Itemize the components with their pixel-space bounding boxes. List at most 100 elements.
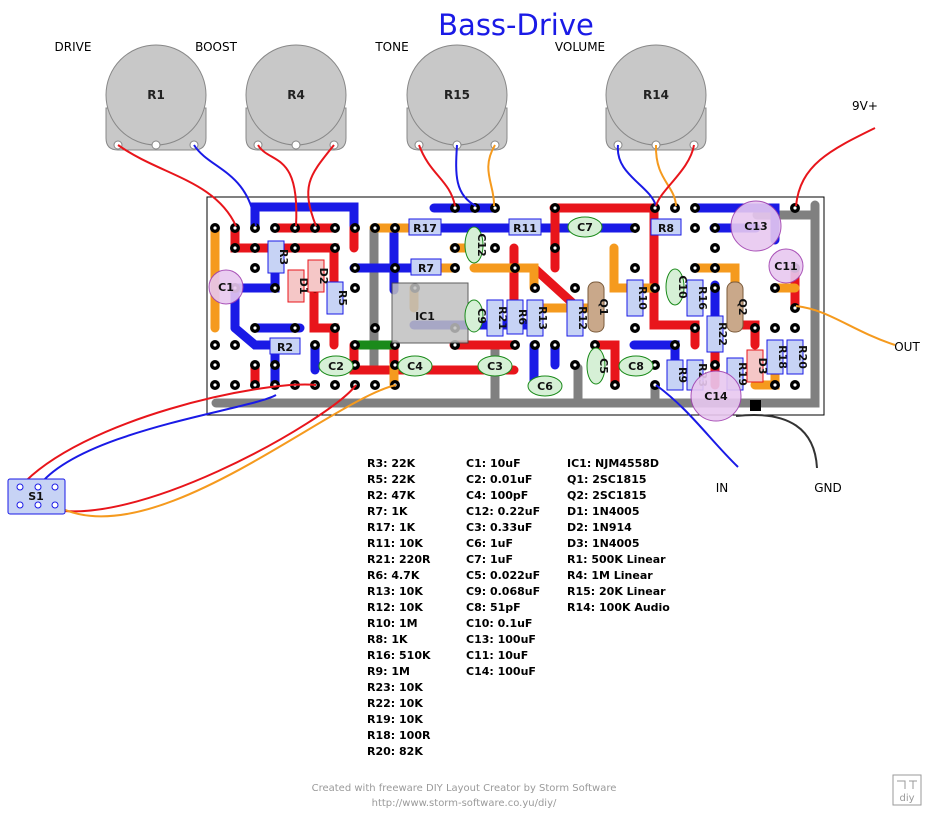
bom-item: C13: 100uF — [466, 633, 536, 646]
bom-item: R10: 1M — [367, 617, 418, 630]
board-pad-hole — [693, 226, 697, 230]
bom-item: R16: 510K — [367, 649, 431, 662]
board-pad-hole — [493, 206, 497, 210]
bom-item: C10: 0.1uF — [466, 617, 532, 630]
board-pad-hole — [453, 246, 457, 250]
board-pad-hole — [553, 246, 557, 250]
board-pad-hole — [353, 343, 357, 347]
board-pad-hole — [273, 286, 277, 290]
d1-label: D1 — [297, 278, 310, 295]
r16-label: R16 — [696, 286, 709, 310]
diy-logo-text: diy — [899, 793, 914, 804]
board-pad-hole — [253, 383, 257, 387]
board-pad-hole — [653, 286, 657, 290]
board-pad-hole — [773, 286, 777, 290]
board-pad-hole — [673, 206, 677, 210]
bom-item: C9: 0.068uF — [466, 585, 540, 598]
bom-item: R21: 220R — [367, 553, 431, 566]
board-pad-hole — [713, 226, 717, 230]
r21-label: R21 — [496, 306, 509, 330]
board-pad-hole — [693, 326, 697, 330]
bom-item: D2: 1N914 — [567, 521, 632, 534]
bom-item: IC1: NJM4558D — [567, 457, 659, 470]
r20-label: R20 — [796, 345, 809, 369]
input-label: IN — [716, 481, 729, 495]
bom-item: C1: 10uF — [466, 457, 521, 470]
c4-label: C4 — [407, 360, 423, 373]
board-pad-hole — [533, 286, 537, 290]
board-pad-hole — [333, 226, 337, 230]
board-pad-hole — [373, 226, 377, 230]
bom-item: R7: 1K — [367, 505, 408, 518]
r7-label: R7 — [418, 262, 434, 275]
bom-item: R8: 1K — [367, 633, 408, 646]
footer-url: http://www.storm-software.co.yu/diy/ — [372, 798, 557, 809]
board-pad-hole — [773, 383, 777, 387]
c13-label: C13 — [744, 220, 767, 233]
resistors-horizontal: R17 R7 R11 R8 R2 — [269, 218, 682, 355]
r3-label: R3 — [277, 249, 290, 265]
bom-item: R3: 22K — [367, 457, 416, 470]
ic1-label: IC1 — [415, 310, 435, 323]
bom-item: R4: 1M Linear — [567, 569, 653, 582]
bom-item: R18: 100R — [367, 729, 431, 742]
board-pad-hole — [333, 246, 337, 250]
wires — [19, 127, 896, 518]
power-label: 9V+ — [852, 99, 878, 113]
d3-label: D3 — [756, 358, 769, 375]
board-pad-hole — [533, 343, 537, 347]
bom-item: R5: 22K — [367, 473, 416, 486]
board-pad-hole — [553, 343, 557, 347]
board-pad-hole — [713, 246, 717, 250]
board-pad-hole — [393, 343, 397, 347]
c14-label: C14 — [704, 390, 728, 403]
r10-label: R10 — [636, 286, 649, 310]
pot-r1: R1 — [105, 44, 207, 151]
pot-label-volume: VOLUME — [555, 40, 605, 54]
board-pad-hole — [213, 383, 217, 387]
board-pad-hole — [673, 343, 677, 347]
board-pad-hole — [273, 226, 277, 230]
r9-label: R9 — [676, 367, 689, 383]
board-pad-hole — [293, 326, 297, 330]
bom-item: D1: 1N4005 — [567, 505, 640, 518]
pot-label-boost: BOOST — [195, 40, 238, 54]
board-pad-hole — [313, 226, 317, 230]
switch-s1-label: S1 — [28, 490, 44, 503]
pot-ref-r4: R4 — [287, 88, 305, 102]
c2-label: C2 — [328, 360, 344, 373]
board-pad-hole — [253, 266, 257, 270]
bom-item: R19: 10K — [367, 713, 423, 726]
pot-ref-r15: R15 — [444, 88, 470, 102]
board-pad-hole — [513, 266, 517, 270]
c3-label: C3 — [487, 360, 503, 373]
c11-label: C11 — [774, 260, 797, 273]
bom-item: R22: 10K — [367, 697, 423, 710]
c8-label: C8 — [628, 360, 644, 373]
board-pad-hole — [773, 326, 777, 330]
bom-item: D3: 1N4005 — [567, 537, 640, 550]
board-pad-hole — [793, 383, 797, 387]
r13-label: R13 — [536, 306, 549, 330]
board-pad-hole — [353, 226, 357, 230]
board-pad-hole — [633, 326, 637, 330]
pot-label-tone: TONE — [374, 40, 408, 54]
pot-r15: R15 — [406, 44, 508, 151]
board-pad-hole — [373, 326, 377, 330]
r8-label: R8 — [658, 222, 674, 235]
board-pad-hole — [253, 226, 257, 230]
c5-label: C5 — [597, 358, 610, 374]
d2-label: D2 — [317, 268, 330, 285]
board-pad-hole — [253, 326, 257, 330]
c6-label: C6 — [537, 380, 553, 393]
bom-item: C11: 10uF — [466, 649, 528, 662]
board-pad-hole — [333, 326, 337, 330]
electrolytic-capacitors: C1 C13 C11 C14 — [208, 200, 804, 422]
bom-item: C3: 0.33uF — [466, 521, 532, 534]
output-label: OUT — [894, 340, 920, 354]
board-pad-hole — [793, 326, 797, 330]
board-pad-hole — [473, 206, 477, 210]
board-pad-hole — [793, 306, 797, 310]
